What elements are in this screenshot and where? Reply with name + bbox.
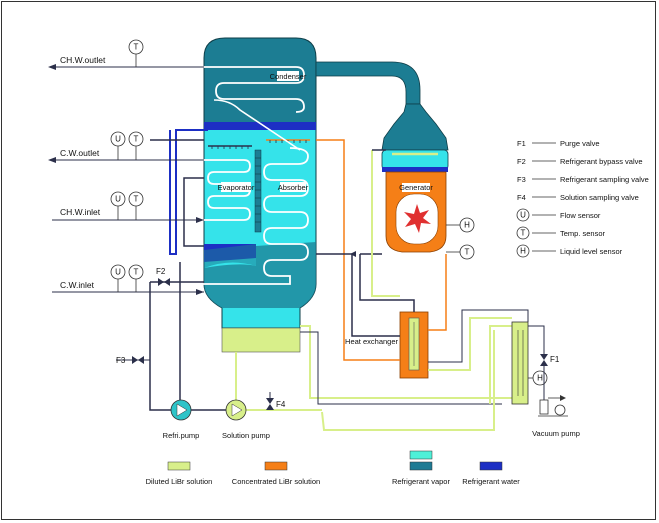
chw-inlet-label: CH.W.inlet [60,207,101,217]
external-water-lines [48,64,204,295]
absorber-label: Absorber [278,183,309,192]
evaporator-label: Evaporator [218,183,255,192]
cw-outlet-label: C.W.outlet [60,148,100,158]
f3-label: F3 [116,356,126,365]
temp-sensor-icon [128,39,144,55]
legend-item-f2: F2 Refrigerant bypass valve [517,157,643,166]
vacuum-pump-icon [554,404,566,416]
heat-exchanger: Heat exchanger [345,311,429,379]
f4-valve-icon[interactable] [266,392,274,410]
level-sensor-label: H [537,374,543,383]
legend-item-f4: F4 Solution sampling valve [517,193,639,202]
legend-text: Refrigerant sampling valve [560,175,649,184]
temp-sensor-label: T [134,135,139,144]
legend-code: T [521,229,526,238]
temp-sensor-icon [128,131,144,147]
legend-item-f1: F1 Purge valve [517,139,600,148]
legend-code: F4 [517,193,526,202]
legend-swatch [479,461,503,471]
flow-sensor-label: U [115,268,121,277]
legend-text: Diluted LiBr solution [146,477,213,486]
valves: F2 F3 F4 F1 [116,267,560,410]
f2-valve-icon[interactable] [158,278,170,286]
flow-sensor-icon [110,264,126,280]
legend-swatch [409,450,433,460]
cw-inlet-label: C.W.inlet [60,280,95,290]
legend-fluid-item: Refrigerant vapor [392,450,450,486]
legend-item-h: H Liquid level sensor [516,244,623,258]
vacuum-pump-label: Vacuum pump [532,429,580,438]
legend-text: Flow sensor [560,211,601,220]
flow-sensor-label: U [115,195,121,204]
legend-text: Temp. sensor [560,229,606,238]
f1-valve-icon[interactable] [540,354,548,366]
solution-pump[interactable] [225,399,247,421]
legend-swatch [167,461,191,471]
f3-valve-icon[interactable] [132,356,144,364]
vapor-pipe [315,61,421,105]
temp-sensor-label: T [134,43,139,52]
temp-sensor-icon [128,191,144,207]
legend-text: Solution sampling valve [560,193,639,202]
refrigerant-pump-label: Refri.pump [163,431,200,440]
f2-label: F2 [156,267,166,276]
legend-code: U [520,211,526,220]
level-sensor-label: H [464,221,470,230]
f1-label: F1 [550,355,560,364]
legend-code: F2 [517,157,526,166]
purge-unit [511,321,545,405]
legend-text: Purge valve [560,139,600,148]
main-vessel: Condenser Evaporator Absorber [100,37,317,353]
vacuum-pump[interactable] [538,395,568,417]
legend-swatch [264,461,288,471]
chw-outlet-label: CH.W.outlet [60,55,106,65]
legend-text: Refrigerant bypass valve [560,157,643,166]
generator: Generator [381,103,449,253]
fluid-legend: Diluted LiBr solution Concentrated LiBr s… [146,450,520,486]
legend-item-u: U Flow sensor [516,208,601,222]
f4-label: F4 [276,400,286,409]
refrigerant-pump[interactable] [170,399,192,421]
legend-swatch [409,461,433,471]
legend-sensor-icon [516,226,530,240]
flow-sensor-icon [110,131,126,147]
legend-item-f3: F3 Refrigerant sampling valve [517,175,649,184]
generator-label: Generator [399,183,433,192]
temp-sensor-icon [459,244,475,260]
legend-sensor-icon [516,208,530,222]
flow-sensor-icon [110,191,126,207]
legend-text: Liquid level sensor [560,247,623,256]
condenser-label: Condenser [270,72,307,81]
legend-sensor-icon [516,244,530,258]
temp-sensor-label: T [465,248,470,257]
legend-fluid-item: Concentrated LiBr solution [232,461,320,486]
legend-code: F1 [517,139,526,148]
heat-exchanger-label: Heat exchanger [345,337,398,346]
legend-code: F3 [517,175,526,184]
solution-pump-label: Solution pump [222,431,270,440]
legend-text: Refrigerant water [462,477,520,486]
flow-sensor-label: U [115,135,121,144]
temp-sensor-label: T [134,195,139,204]
legend-fluid-item: Diluted LiBr solution [146,461,213,486]
legend-text: Refrigerant vapor [392,477,450,486]
temp-sensor-label: T [134,268,139,277]
piping [116,129,529,431]
level-sensor-icon [459,217,475,233]
legend-text: Concentrated LiBr solution [232,477,320,486]
legend-code: H [520,247,526,256]
temp-sensor-icon [128,264,144,280]
legend-item-t: T Temp. sensor [516,226,606,240]
legend-fluid-item: Refrigerant water [462,461,520,486]
